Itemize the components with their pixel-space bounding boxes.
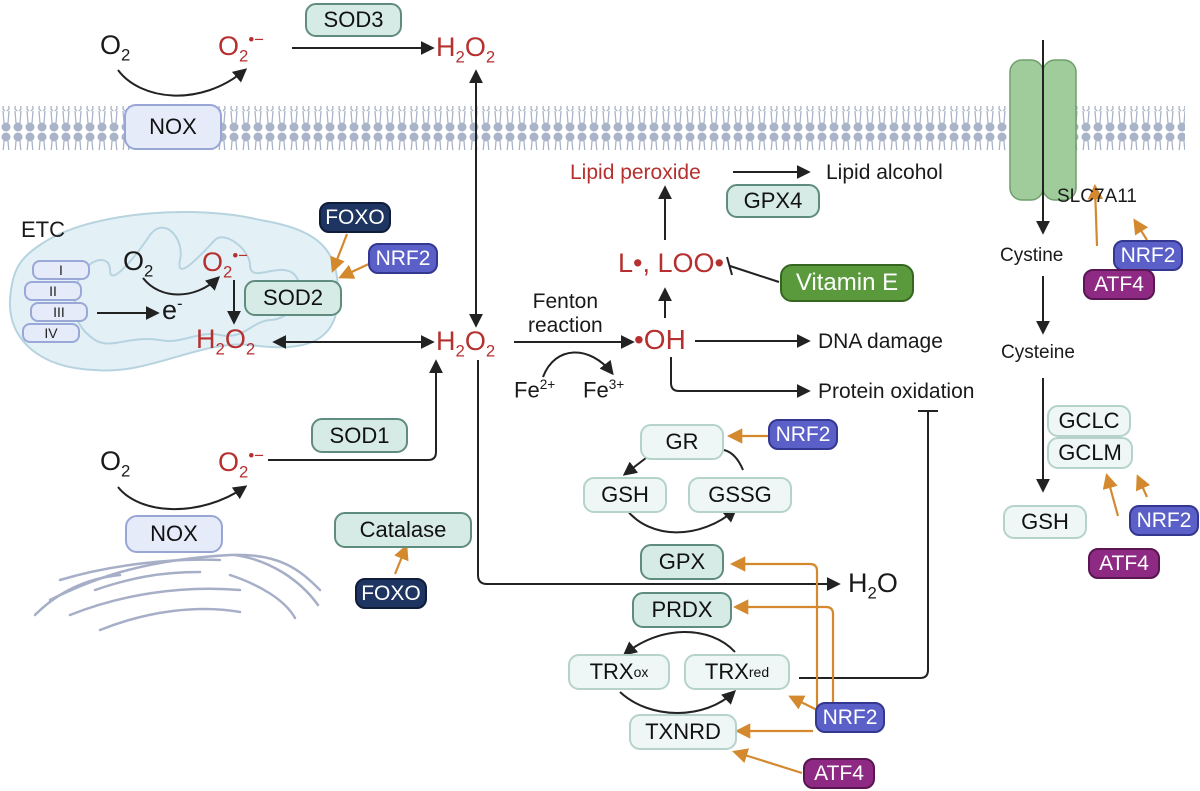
arrow-h2o2-to-h2o — [477, 360, 841, 591]
gsh-product: GSH — [1003, 505, 1087, 539]
arrow-gsh-to-gssg — [625, 508, 738, 534]
etc-complex-ii: II — [24, 281, 82, 301]
arrow-o2-to-superoxide-mito — [142, 276, 221, 296]
fe2-ion: Fe2+ — [514, 377, 556, 403]
nox-er: NOX — [125, 515, 223, 553]
regulatory-arrows — [330, 183, 1151, 775]
gsh-cycle: GSH — [583, 477, 667, 513]
o2-extracellular: O2 — [100, 30, 131, 65]
protein-oxidation: Protein oxidation — [818, 380, 975, 403]
mitochondrion-shape — [8, 211, 340, 372]
sod2-enzyme: SOD2 — [244, 280, 342, 316]
arrow-sod1 — [268, 359, 443, 461]
etc-complex-iv: IV — [22, 323, 80, 343]
gpx4-enzyme: GPX4 — [726, 184, 820, 218]
lipid-radicals: L•, LOO• — [618, 248, 724, 278]
lipid-peroxide: Lipid peroxide — [570, 161, 701, 184]
gr-enzyme: GR — [640, 424, 724, 460]
catalase-enzyme: Catalase — [334, 512, 472, 548]
superoxide-er: O2•− — [218, 446, 264, 482]
water: H2O — [848, 568, 898, 603]
endoplasmic-reticulum-shape — [33, 553, 322, 632]
sod1-enzyme: SOD1 — [311, 418, 408, 453]
electron: e- — [162, 294, 183, 325]
atf4-gcl-regulator: ATF4 — [1088, 548, 1160, 579]
lipid-alcohol: Lipid alcohol — [826, 161, 943, 184]
arrow-o2-to-superoxide-extracellular — [117, 68, 248, 97]
gpx-enzyme: GPX — [640, 544, 724, 580]
arrow-trxox-to-trxred — [619, 690, 737, 714]
nrf2-sod2-regulator: NRF2 — [368, 243, 438, 274]
foxo-sod2-regulator: FOXO — [319, 202, 391, 233]
dna-damage: DNA damage — [818, 330, 943, 353]
trx-inhibition-protein-oxidation — [799, 410, 938, 679]
arrow-gr-to-gsh — [622, 457, 647, 476]
atf4-txnrd-regulator: ATF4 — [803, 758, 875, 789]
superoxide-extracellular: O2•− — [218, 30, 264, 66]
gclm-enzyme: GCLM — [1047, 437, 1133, 469]
etc-label: ETC — [21, 217, 65, 242]
etc-complex-iii: III — [30, 302, 88, 322]
arrow-prdx-to-trxox — [622, 631, 736, 656]
hydroxyl-radical: •OH — [634, 324, 686, 355]
arrow-protein-oxidation — [670, 357, 811, 398]
cysteine: Cysteine — [1001, 342, 1075, 363]
txnrd-enzyme: TXNRD — [629, 714, 737, 750]
vitamin-e-inhibition — [726, 256, 780, 283]
etc-complex-i: I — [32, 260, 90, 280]
o2-mitochondria: O2 — [123, 246, 154, 281]
nrf2-gr-regulator: NRF2 — [768, 419, 838, 450]
arrow-fe2-to-fe3 — [542, 351, 614, 378]
h2o2-cytosol: H2O2 — [436, 326, 496, 361]
foxo-catalase-regulator: FOXO — [355, 578, 427, 609]
arrow-o2-to-superoxide-er — [117, 485, 248, 511]
nox-plasma-membrane: NOX — [124, 104, 222, 150]
gclc-enzyme: GCLC — [1047, 405, 1131, 437]
nrf2-gcl-regulator: NRF2 — [1129, 505, 1199, 536]
nrf2-slc7a11-regulator: NRF2 — [1113, 240, 1183, 271]
vitamin-e: Vitamin E — [780, 264, 914, 302]
prdx-enzyme: PRDX — [632, 592, 732, 628]
o2-er: O2 — [100, 446, 131, 481]
nrf2-trx-regulator: NRF2 — [815, 702, 885, 733]
arc-gssg-to-gr — [723, 449, 744, 471]
atf4-slc7a11-regulator: ATF4 — [1083, 269, 1155, 300]
superoxide-mitochondria: O2•− — [202, 246, 248, 282]
h2o2-mitochondria: H2O2 — [196, 324, 256, 359]
h2o2-extracellular: H2O2 — [436, 32, 496, 67]
gssg: GSSG — [688, 477, 792, 513]
sod3-enzyme: SOD3 — [305, 3, 402, 37]
slc7a11-label: SLC7A11 — [1057, 186, 1137, 207]
fe3-ion: Fe3+ — [583, 377, 625, 403]
cystine: Cystine — [1000, 245, 1064, 266]
